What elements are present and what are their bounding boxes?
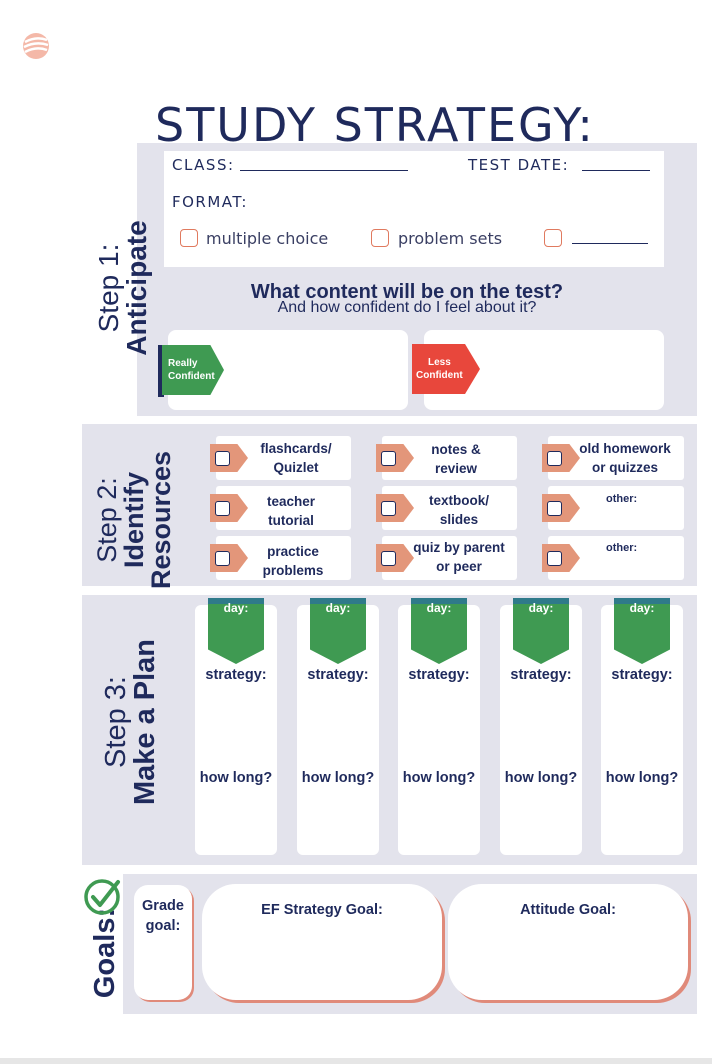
day-label: day: (325, 601, 351, 615)
strategy-label: strategy: (205, 667, 267, 683)
day-ribbon-edge (411, 598, 467, 604)
day-ribbon (310, 598, 366, 664)
strategy-label: strategy: (611, 667, 673, 683)
attitude-goal-box[interactable] (448, 884, 688, 1000)
class-label: CLASS: (172, 156, 235, 174)
resource-checkbox[interactable] (381, 501, 396, 516)
resource-checkbox[interactable] (381, 551, 396, 566)
format-label: FORMAT: (172, 193, 248, 211)
format-option-multiple-choice: multiple choice (206, 229, 329, 248)
how-long-label: how long? (402, 770, 476, 786)
step1-label: Step 1: Anticipate (93, 220, 152, 356)
day-ribbon (208, 598, 264, 664)
format-checkbox-multiple-choice[interactable] (180, 229, 198, 247)
format-checkbox-problem-sets[interactable] (371, 229, 389, 247)
less-confident-tag: Less Confident (412, 344, 480, 394)
resource-checkbox[interactable] (547, 451, 562, 466)
stacked-logo-icon (23, 33, 49, 59)
strategy-label: strategy: (408, 667, 470, 683)
ef-strategy-goal-label: EF Strategy Goal: (261, 902, 383, 918)
attitude-goal-label: Attitude Goal: (520, 902, 616, 918)
format-option-problem-sets: problem sets (398, 229, 503, 248)
step3-panel (82, 595, 697, 865)
resource-checkbox[interactable] (215, 451, 230, 466)
strategy-label: strategy: (510, 667, 572, 683)
day-ribbon (614, 598, 670, 664)
resource-checkbox[interactable] (215, 551, 230, 566)
how-long-label: how long? (605, 770, 679, 786)
day-label: day: (426, 601, 452, 615)
resource-notes-label: notes &review (431, 442, 481, 476)
day-ribbon-edge (513, 598, 569, 604)
resource-checkbox[interactable] (215, 501, 230, 516)
resource-textbook-label: textbook/slides (428, 493, 489, 527)
checkmark-circle-icon (84, 879, 120, 915)
resource-checkbox[interactable] (381, 451, 396, 466)
grade-goal-box[interactable] (134, 885, 192, 1000)
strategy-label: strategy: (307, 667, 369, 683)
day-ribbon (411, 598, 467, 664)
resource-other-label: other: (606, 542, 638, 554)
resource-flashcards-label: flashcards/Quizlet (260, 441, 332, 475)
how-long-label: how long? (301, 770, 375, 786)
day-label: day: (629, 601, 655, 615)
how-long-label: how long? (199, 770, 273, 786)
day-ribbon-edge (310, 598, 366, 604)
day-ribbon-edge (208, 598, 264, 604)
how-long-label: how long? (504, 770, 578, 786)
resource-checkbox[interactable] (547, 551, 562, 566)
class-field[interactable] (240, 170, 408, 171)
format-other-field[interactable] (572, 243, 648, 244)
resource-checkbox[interactable] (547, 501, 562, 516)
day-ribbon-edge (614, 598, 670, 604)
ef-strategy-goal-box[interactable] (202, 884, 442, 1000)
day-label: day: (223, 601, 249, 615)
test-date-field[interactable] (582, 170, 650, 171)
confidence-subquestion: And how confident do I feel about it? (277, 299, 537, 316)
format-checkbox-other[interactable] (544, 229, 562, 247)
test-date-label: TEST DATE: (468, 156, 570, 174)
really-confident-tag-edge (158, 345, 164, 397)
resource-other-label: other: (606, 493, 638, 505)
day-label: day: (528, 601, 554, 615)
step2-label: Step 2: Identify Resources (92, 450, 176, 590)
bottom-border (0, 1058, 712, 1064)
step3-label: Step 3: Make a Plan (100, 638, 161, 806)
really-confident-tag: Really Confident (162, 345, 224, 395)
content-question: What content will be on the test? (250, 281, 564, 303)
day-ribbon (513, 598, 569, 664)
